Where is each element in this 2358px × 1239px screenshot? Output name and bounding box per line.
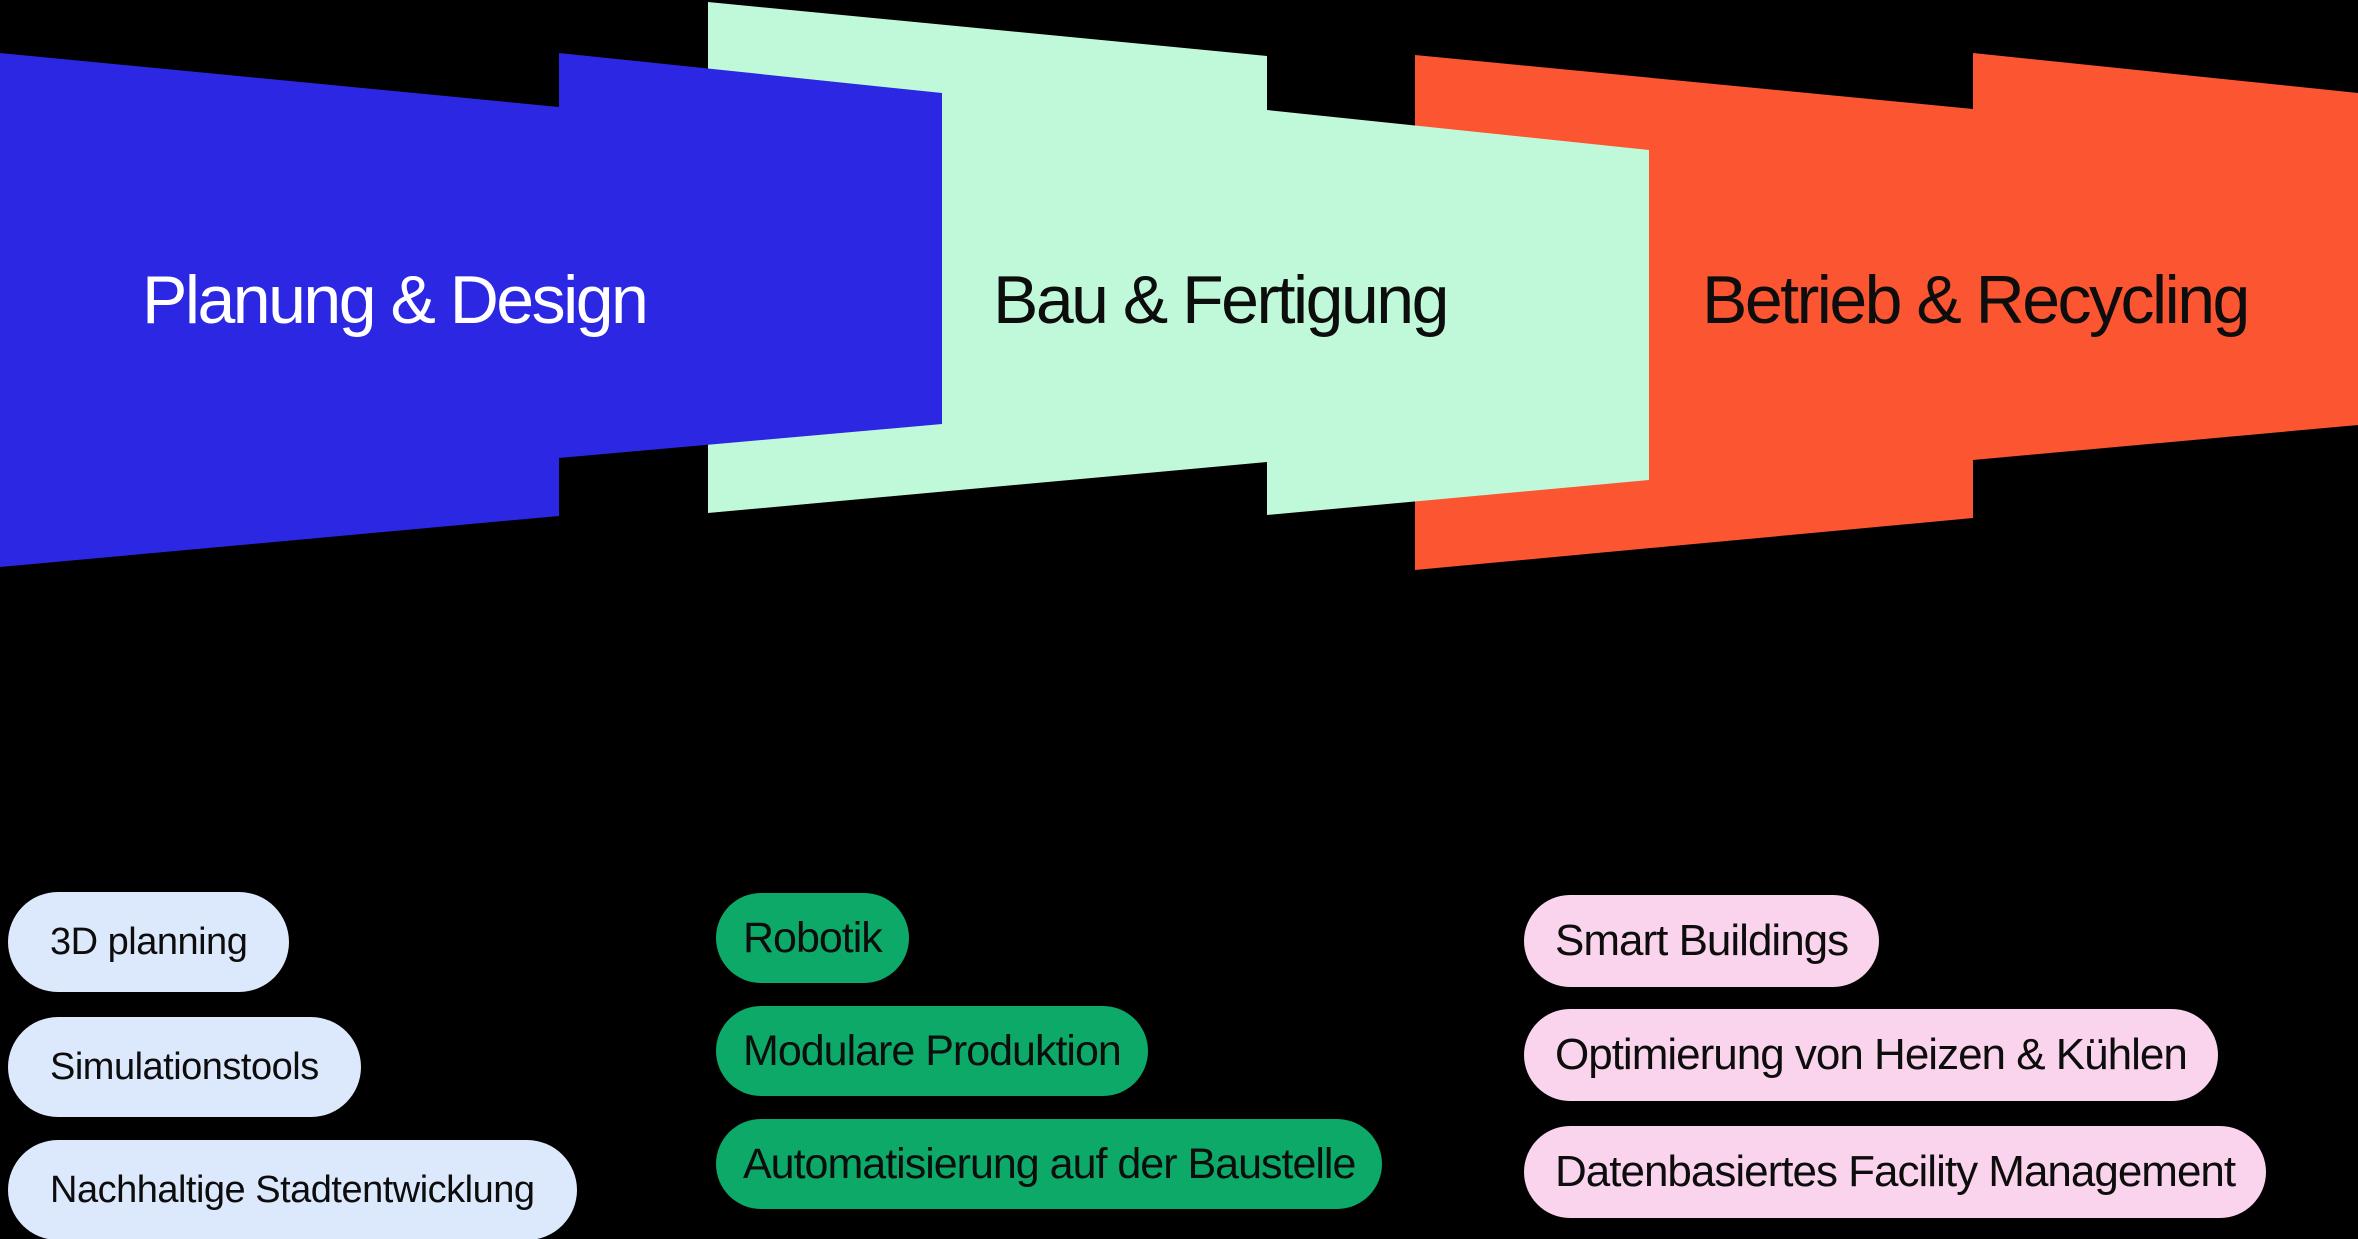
tag-pill-3d-planning: 3D planning <box>8 892 290 992</box>
banner-label-betrieb-recycling: Betrieb & Recycling <box>1702 262 2250 338</box>
tag-pill-datenbasiertes-facility-management: Datenbasiertes Facility Management <box>1524 1126 2267 1218</box>
banner-label-planung-design: Planung & Design <box>142 262 649 338</box>
tag-pill-nachhaltige-stadtentwicklung: Nachhaltige Stadtentwicklung <box>8 1140 577 1239</box>
banner-label-bau-fertigung: Bau & Fertigung <box>993 262 1449 338</box>
tag-pill-simulationstools: Simulationstools <box>8 1017 361 1117</box>
tag-pill-automatisierung-baustelle: Automatisierung auf der Baustelle <box>716 1119 1383 1209</box>
tag-pill-smart-buildings: Smart Buildings <box>1524 895 1880 987</box>
tag-pill-robotik: Robotik <box>716 893 909 983</box>
tag-pill-optimierung-heizen-kuehlen: Optimierung von Heizen & Kühlen <box>1524 1009 2218 1101</box>
tag-pill-modulare-produktion: Modulare Produktion <box>716 1006 1148 1096</box>
